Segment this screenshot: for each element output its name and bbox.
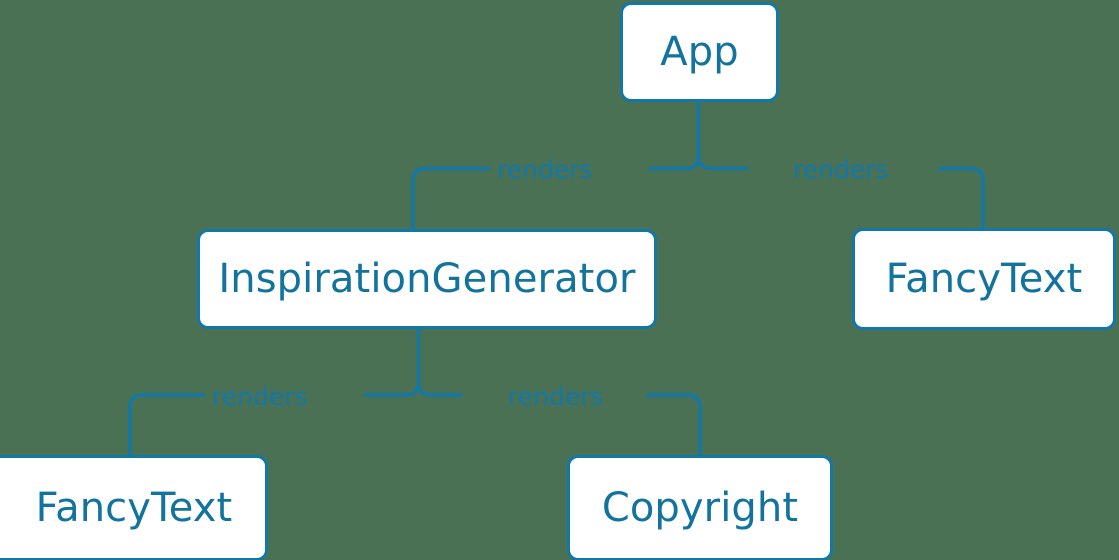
node-fancytext-bottom[interactable]: FancyText <box>0 455 268 560</box>
edge-label-app-to-fancytext: renders <box>793 155 889 184</box>
node-app[interactable]: App <box>620 2 779 102</box>
connector-app-to-fancytext <box>938 166 985 230</box>
node-copyright-label: Copyright <box>601 485 799 531</box>
connector-inspiration-to-copyright <box>646 393 702 457</box>
connector-inspiration-stem <box>364 327 421 397</box>
connector-app-stem <box>648 100 701 171</box>
node-copyright[interactable]: Copyright <box>567 455 833 560</box>
connector-app-stem-right <box>696 154 749 171</box>
node-inspiration-generator-label: InspirationGenerator <box>218 256 636 302</box>
node-app-label: App <box>660 29 739 75</box>
edge-label-inspiration-to-copyright: renders <box>508 382 604 411</box>
edge-label-inspiration-to-fancytext: renders <box>212 382 308 411</box>
connector-inspiration-stem-right <box>416 380 463 397</box>
connector-app-to-inspiration <box>411 166 491 231</box>
node-fancytext-right-label: FancyText <box>885 256 1083 302</box>
edge-label-app-to-inspiration: renders <box>497 155 593 184</box>
node-fancytext-bottom-label: FancyText <box>35 485 233 531</box>
node-inspiration-generator[interactable]: InspirationGenerator <box>197 229 657 329</box>
node-fancytext-right[interactable]: FancyText <box>852 228 1116 330</box>
connector-inspiration-to-fancytext <box>128 393 206 457</box>
